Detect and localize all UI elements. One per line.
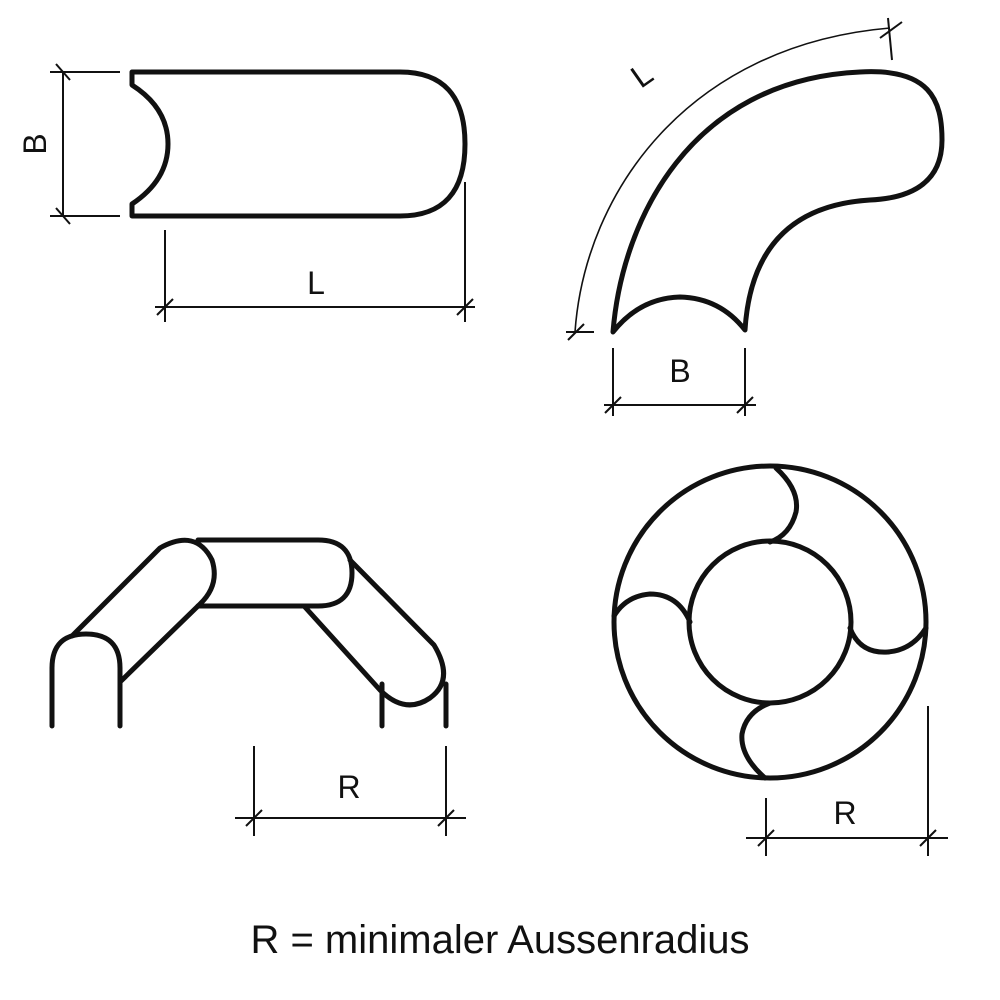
ring-joint-top bbox=[767, 465, 800, 545]
arch-right-segment bbox=[379, 681, 449, 729]
ring-joint-right bbox=[847, 625, 929, 655]
straight-piece: B L bbox=[17, 63, 475, 322]
arch-radius-dimension: R bbox=[235, 746, 466, 836]
arch-left-diagonal bbox=[69, 537, 217, 685]
bend-width-dimension: B bbox=[604, 348, 756, 416]
bend-piece-outline bbox=[610, 69, 945, 335]
ring-assembly: R bbox=[611, 463, 948, 856]
ring-radius-dimension: R bbox=[746, 706, 948, 856]
ring-joint-bottom bbox=[739, 700, 773, 781]
ring-outer-circle bbox=[611, 463, 929, 781]
caption: R = minimaler Aussenradius bbox=[250, 918, 749, 962]
straight-length-label: L bbox=[307, 265, 325, 301]
bend-piece: L B bbox=[566, 17, 945, 416]
straight-length-dimension: L bbox=[155, 182, 475, 322]
arch-left-segment bbox=[49, 631, 123, 729]
straight-width-label: B bbox=[17, 133, 53, 154]
straight-piece-outline bbox=[129, 69, 468, 219]
bend-length-label: L bbox=[624, 55, 659, 95]
ring-radius-label: R bbox=[833, 795, 856, 831]
arch-assembly: R bbox=[49, 537, 466, 836]
arch-right-diagonal bbox=[301, 557, 447, 708]
arch-top-segment bbox=[195, 537, 355, 609]
bend-width-label: B bbox=[669, 353, 690, 389]
ring-inner-circle bbox=[686, 538, 854, 706]
arch-radius-label: R bbox=[337, 769, 360, 805]
ring-joint-left bbox=[611, 591, 693, 625]
straight-width-dimension: B bbox=[17, 63, 120, 225]
